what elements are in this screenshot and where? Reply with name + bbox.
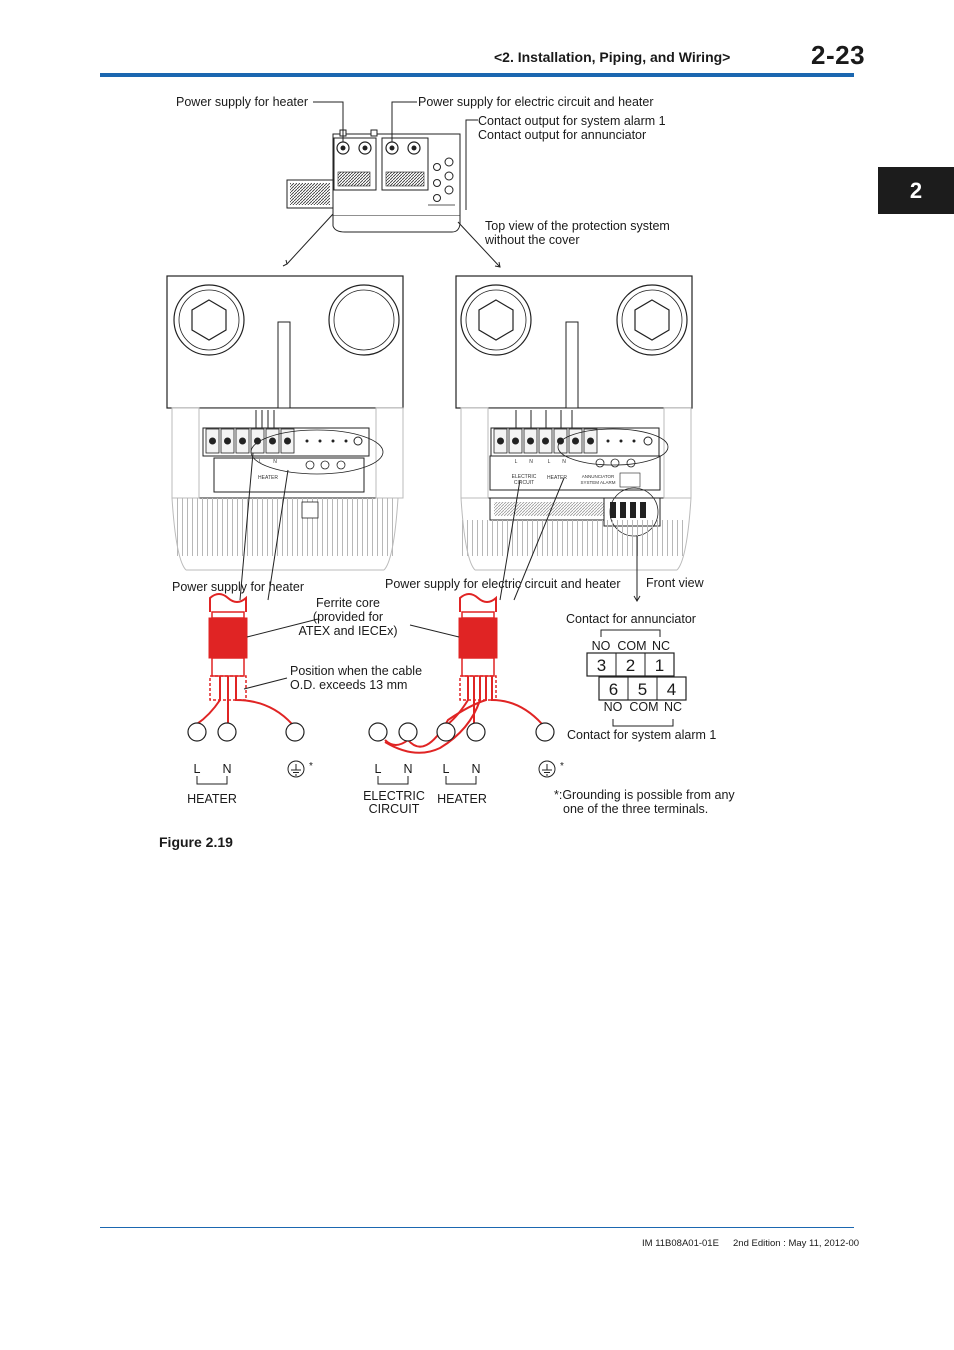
grounding-note-2: one of the three terminals. — [563, 802, 708, 816]
right-ground-star: * — [560, 761, 564, 772]
right-group-electric: ELECTRIC — [363, 789, 425, 803]
table-bottom-label-nc: NC — [664, 700, 682, 714]
table-cell-1: 1 — [655, 656, 664, 675]
right-wiring — [368, 593, 556, 785]
left-panel-l: L — [259, 459, 262, 465]
table-cell-4: 4 — [667, 680, 676, 699]
callout-ferrite-1: Ferrite core — [316, 596, 380, 610]
right-panel-annunciator: ANNUNCIATOR — [582, 474, 615, 479]
right-panel-system-alarm: SYSTEM ALARM — [580, 480, 615, 485]
callout-power-heater-bottom: Power supply for heater — [172, 580, 304, 594]
top-leader-lines — [282, 101, 501, 268]
header-rule — [100, 73, 854, 77]
callout-power-circuit-heater-bottom: Power supply for electric circuit and he… — [385, 577, 621, 591]
right-group-heater: HEATER — [437, 792, 487, 806]
callout-contact-alarm1: Contact output for system alarm 1 — [478, 114, 666, 128]
callout-contact-for-annunciator: Contact for annunciator — [566, 612, 696, 626]
right-label-n1: N — [403, 762, 412, 776]
table-bottom-label-com: COM — [629, 700, 658, 714]
terminal-table — [586, 629, 687, 727]
table-top-label-com: COM — [617, 639, 646, 653]
left-panel-heater: HEATER — [258, 475, 278, 481]
callout-ferrite-2: (provided for — [313, 610, 383, 624]
callout-top-view-1: Top view of the protection system — [485, 219, 670, 233]
right-label-l1: L — [375, 762, 382, 776]
right-group-circuit: CIRCUIT — [369, 802, 420, 816]
right-label-l2: L — [443, 762, 450, 776]
right-label-n2: N — [471, 762, 480, 776]
right-panel-circuit: CIRCUIT — [514, 480, 534, 486]
table-cell-6: 6 — [609, 680, 618, 699]
table-cell-5: 5 — [638, 680, 647, 699]
right-front-unit — [455, 275, 693, 602]
callout-top-view-2: without the cover — [484, 233, 580, 247]
callout-position-2: O.D. exceeds 13 mm — [290, 678, 407, 692]
page-number: 2-23 — [811, 40, 866, 70]
table-cell-2: 2 — [626, 656, 635, 675]
top-view-unit — [286, 129, 461, 233]
callout-contact-for-alarm1: Contact for system alarm 1 — [567, 728, 716, 742]
callout-contact-annunciator: Contact output for annunciator — [478, 128, 646, 142]
left-label-n: N — [222, 762, 231, 776]
left-front-unit — [166, 275, 404, 601]
right-panel-n1: N — [529, 459, 533, 465]
right-panel-n2: N — [562, 459, 566, 465]
table-top-label-no: NO — [592, 639, 611, 653]
callout-power-circuit-heater-top: Power supply for electric circuit and he… — [418, 95, 654, 109]
left-group-heater: HEATER — [187, 792, 237, 806]
callout-front-view: Front view — [646, 576, 705, 590]
callout-power-heater-top: Power supply for heater — [176, 95, 308, 109]
left-wiring — [187, 593, 319, 785]
left-panel-n: N — [273, 459, 277, 465]
right-panel-electric: ELECTRIC — [512, 474, 537, 480]
right-panel-l2: L — [548, 459, 551, 465]
footer-rule — [100, 1227, 854, 1228]
callout-position-1: Position when the cable — [290, 664, 422, 678]
table-top-label-nc: NC — [652, 639, 670, 653]
chapter-tab: 2 — [878, 167, 954, 214]
figure-label: Figure 2.19 — [159, 834, 233, 850]
section-title: <2. Installation, Piping, and Wiring> — [494, 49, 731, 65]
right-panel-l1: L — [515, 459, 518, 465]
footer-doc-id: IM 11B08A01-01E — [642, 1238, 719, 1249]
grounding-note-1: *:Grounding is possible from any — [554, 788, 735, 802]
left-label-l: L — [194, 762, 201, 776]
callout-ferrite-3: ATEX and IECEx) — [298, 624, 397, 638]
left-ground-star: * — [309, 761, 313, 772]
table-cell-3: 3 — [597, 656, 606, 675]
footer-edition: 2nd Edition : May 11, 2012-00 — [733, 1238, 860, 1249]
table-bottom-label-no: NO — [604, 700, 623, 714]
right-panel-heater: HEATER — [547, 475, 567, 481]
